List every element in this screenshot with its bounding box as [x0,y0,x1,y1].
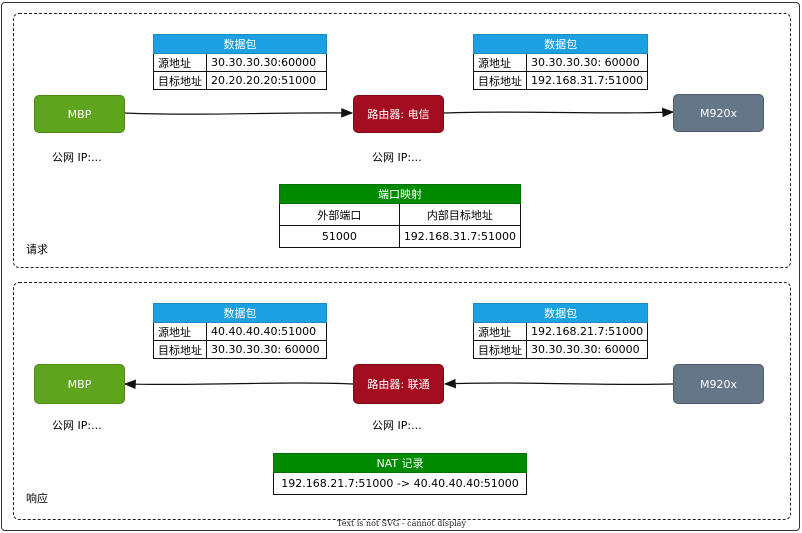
internal-target-value: 192.168.31.7:51000 [398,225,522,248]
arrow-mbp-to-router-telecom [123,108,354,118]
source-address-label: 源地址 [473,322,527,341]
arrow-router-telecom-to-m920x [443,107,675,118]
source-address-value: 40.40.40.40:51000 [206,322,327,341]
mbp-node: MBP [34,364,125,404]
destination-address-value: 30.30.30.30: 60000 [206,340,327,359]
request-packet-left: 数据包 源地址 30.30.30.30:60000 目标地址 20.20.20.… [153,34,327,90]
packet-title: 数据包 [472,34,649,54]
m920x-node: M920x [673,364,764,404]
router-telecom-public-ip-label: 公网 IP:... [372,151,422,164]
response-panel-label: 响应 [26,492,48,505]
router-unicom-node: 路由器: 联通 [353,364,444,404]
destination-address-value: 192.168.31.7:51000 [525,71,649,90]
nat-record-table: NAT 记录 192.168.21.7:51000 -> 40.40.40.40… [273,453,527,495]
mbp-public-ip-label: 公网 IP:... [52,419,102,432]
mbp-node: MBP [34,95,125,133]
response-panel [13,282,791,520]
source-address-label: 源地址 [473,53,527,72]
destination-address-label: 目标地址 [153,340,207,359]
destination-address-value: 20.20.20.20:51000 [206,71,327,90]
request-packet-right: 数据包 源地址 30.30.30.30: 60000 目标地址 192.168.… [472,34,649,90]
router-unicom-public-ip-label: 公网 IP:... [372,419,422,432]
arrow-m920x-to-router-unicom [443,378,674,389]
destination-address-value: 30.30.30.30: 60000 [525,340,649,359]
nat-record-value: 192.168.21.7:51000 -> 40.40.40.40:51000 [273,472,527,495]
destination-address-label: 目标地址 [153,71,207,90]
mbp-public-ip-label: 公网 IP:... [52,151,102,164]
m920x-node: M920x [673,94,764,132]
destination-address-label: 目标地址 [473,71,527,90]
port-mapping-title: 端口映射 [279,184,521,204]
response-packet-left: 数据包 源地址 40.40.40.40:51000 目标地址 30.30.30.… [153,303,327,359]
packet-title: 数据包 [153,34,327,54]
destination-address-label: 目标地址 [473,340,527,359]
external-port-value: 51000 [279,225,400,248]
nat-record-title: NAT 记录 [273,453,527,473]
source-address-label: 源地址 [153,53,207,72]
packet-title: 数据包 [153,303,327,323]
request-panel-label: 请求 [26,243,48,256]
external-port-header: 外部端口 [279,203,400,226]
packet-title: 数据包 [472,303,649,323]
internal-target-header: 内部目标地址 [398,203,522,226]
port-mapping-table: 端口映射 外部端口 内部目标地址 51000 192.168.31.7:5100… [279,184,522,248]
source-address-value: 192.168.21.7:51000 [525,322,649,341]
router-telecom-node: 路由器: 电信 [353,95,444,133]
source-address-value: 30.30.30.30:60000 [206,53,327,72]
request-panel [13,13,791,268]
source-address-label: 源地址 [153,322,207,341]
response-packet-right: 数据包 源地址 192.168.21.7:51000 目标地址 30.30.30… [472,303,649,359]
arrow-router-unicom-to-mbp [123,379,354,390]
svg-fallback-notice: Text is not SVG - cannot display [337,519,466,528]
source-address-value: 30.30.30.30: 60000 [525,53,649,72]
